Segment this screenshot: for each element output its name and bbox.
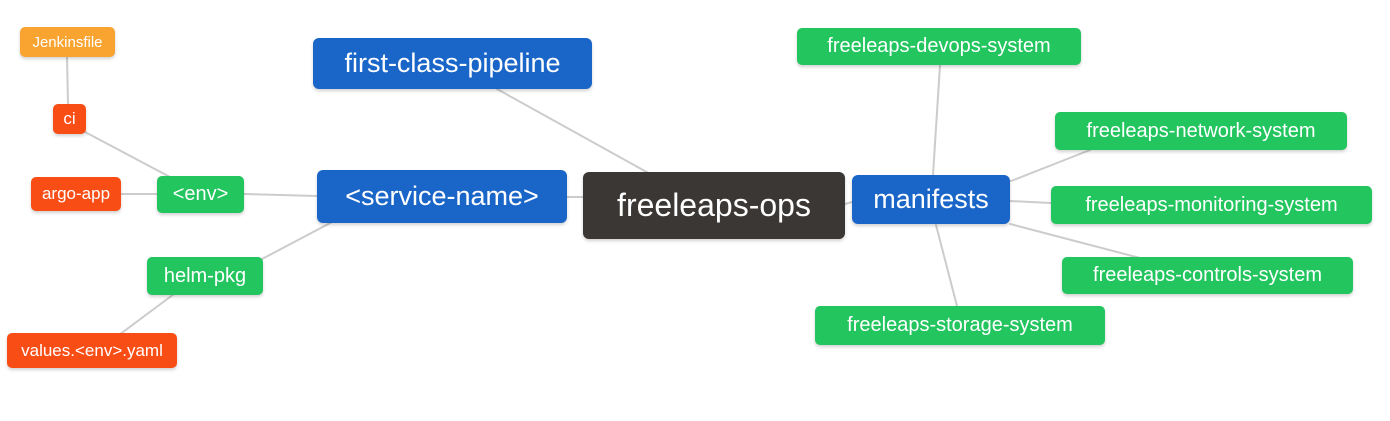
edge-manifests-monitoring-system bbox=[1009, 200, 1052, 204]
edge-env-service-name bbox=[243, 193, 318, 197]
edge-helm-pkg-service-name bbox=[261, 220, 335, 260]
node-freeleaps-storage-system[interactable]: freeleaps-storage-system bbox=[815, 306, 1105, 345]
edge-first-class-pipeline-ops bbox=[496, 88, 653, 176]
node-values-env-yaml[interactable]: values.<env>.yaml bbox=[7, 333, 177, 368]
node-freeleaps-network-system[interactable]: freeleaps-network-system bbox=[1055, 112, 1347, 150]
edge-ci-env bbox=[84, 131, 171, 178]
node-argo-app[interactable]: argo-app bbox=[31, 177, 121, 211]
node-manifests[interactable]: manifests bbox=[852, 175, 1010, 224]
node-jenkinsfile[interactable]: Jenkinsfile bbox=[20, 27, 115, 57]
node-service-name[interactable]: <service-name> bbox=[317, 170, 567, 223]
edge-manifests-storage-system bbox=[935, 224, 958, 307]
node-freeleaps-monitoring-system[interactable]: freeleaps-monitoring-system bbox=[1051, 186, 1372, 224]
node-freeleaps-controls-system[interactable]: freeleaps-controls-system bbox=[1062, 257, 1353, 294]
edge-helm-pkg-values bbox=[118, 293, 175, 336]
edge-ops-manifests bbox=[844, 201, 853, 205]
edge-manifests-devops-system bbox=[932, 64, 941, 176]
node-freeleaps-ops[interactable]: freeleaps-ops bbox=[583, 172, 845, 239]
node-first-class-pipeline[interactable]: first-class-pipeline bbox=[313, 38, 592, 89]
node-freeleaps-devops-system[interactable]: freeleaps-devops-system bbox=[797, 28, 1081, 65]
edge-jenkinsfile-ci bbox=[66, 56, 69, 105]
edge-manifests-network-system bbox=[1010, 149, 1091, 182]
node-ci[interactable]: ci bbox=[53, 104, 86, 134]
edge-manifests-controls-system bbox=[1009, 223, 1141, 259]
node-helm-pkg[interactable]: helm-pkg bbox=[147, 257, 263, 295]
node-env[interactable]: <env> bbox=[157, 176, 244, 213]
